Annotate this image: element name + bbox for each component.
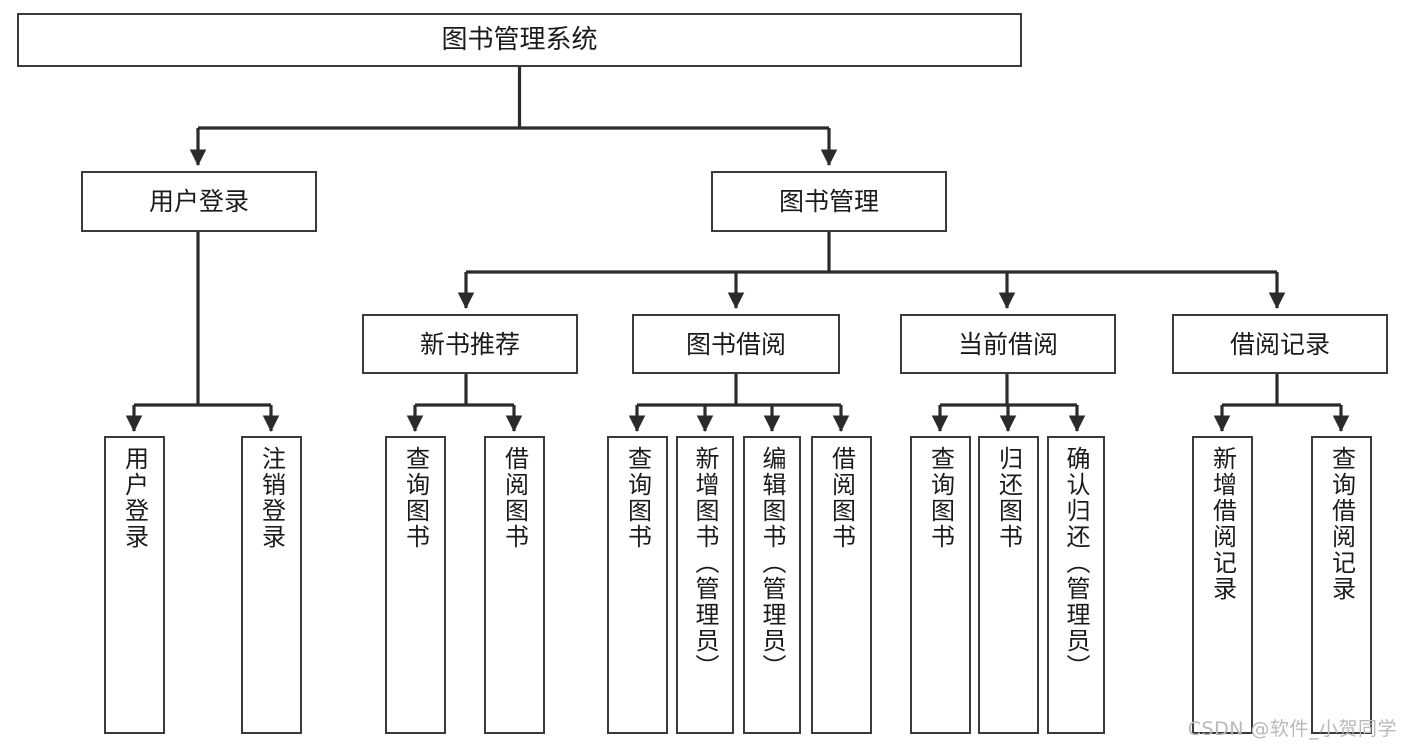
node-user-login[interactable]: 用户登录 <box>81 171 317 232</box>
node-leaf-logout-label: 注销登录 <box>257 446 286 550</box>
node-leaf-edit-book[interactable]: 编辑图书（管理员） <box>743 436 801 734</box>
node-leaf-query-record-label: 查询借阅记录 <box>1327 446 1356 602</box>
node-book-borrow-label: 图书借阅 <box>685 329 786 359</box>
node-leaf-query-book-1[interactable]: 查询图书 <box>385 436 446 734</box>
node-leaf-borrow-book-2-label: 借阅图书 <box>827 446 856 550</box>
node-leaf-return-book-label: 归还图书 <box>994 446 1023 550</box>
node-book-manage-label: 图书管理 <box>778 187 879 216</box>
node-leaf-query-book-2-label: 查询图书 <box>623 446 652 550</box>
node-leaf-add-record-label: 新增借阅记录 <box>1208 446 1237 602</box>
node-leaf-query-record[interactable]: 查询借阅记录 <box>1311 436 1372 734</box>
node-leaf-confirm-return-label: 确认归还（管理员） <box>1062 446 1090 680</box>
node-root[interactable]: 图书管理系统 <box>17 13 1022 67</box>
node-leaf-query-book-3-label: 查询图书 <box>926 446 955 550</box>
node-leaf-edit-book-label: 编辑图书（管理员） <box>758 446 786 680</box>
node-current-borrow-label: 当前借阅 <box>957 329 1058 359</box>
node-leaf-query-book-1-label: 查询图书 <box>401 446 430 550</box>
node-leaf-logout[interactable]: 注销登录 <box>241 436 302 734</box>
node-borrow-record[interactable]: 借阅记录 <box>1172 314 1388 374</box>
node-leaf-user-login-label: 用户登录 <box>120 446 149 550</box>
node-leaf-query-book-3[interactable]: 查询图书 <box>910 436 971 734</box>
node-new-book-recommend[interactable]: 新书推荐 <box>362 314 578 374</box>
node-new-book-recommend-label: 新书推荐 <box>419 329 520 359</box>
node-leaf-query-book-2[interactable]: 查询图书 <box>607 436 668 734</box>
node-current-borrow[interactable]: 当前借阅 <box>900 314 1116 374</box>
node-leaf-borrow-book-1-label: 借阅图书 <box>500 446 529 550</box>
node-user-login-label: 用户登录 <box>148 187 249 216</box>
node-leaf-borrow-book-2[interactable]: 借阅图书 <box>811 436 872 734</box>
node-leaf-borrow-book-1[interactable]: 借阅图书 <box>484 436 545 734</box>
node-book-borrow[interactable]: 图书借阅 <box>632 314 840 374</box>
node-leaf-add-book[interactable]: 新增图书（管理员） <box>676 436 734 734</box>
node-book-manage[interactable]: 图书管理 <box>711 171 947 232</box>
node-leaf-add-book-label: 新增图书（管理员） <box>691 446 719 680</box>
node-leaf-confirm-return[interactable]: 确认归还（管理员） <box>1047 436 1105 734</box>
node-borrow-record-label: 借阅记录 <box>1229 329 1330 359</box>
node-leaf-add-record[interactable]: 新增借阅记录 <box>1192 436 1253 734</box>
node-leaf-user-login[interactable]: 用户登录 <box>104 436 165 734</box>
node-root-label: 图书管理系统 <box>441 24 598 55</box>
node-leaf-return-book[interactable]: 归还图书 <box>978 436 1039 734</box>
csdn-watermark: CSDN @软件_小贺同学 <box>1187 718 1397 740</box>
